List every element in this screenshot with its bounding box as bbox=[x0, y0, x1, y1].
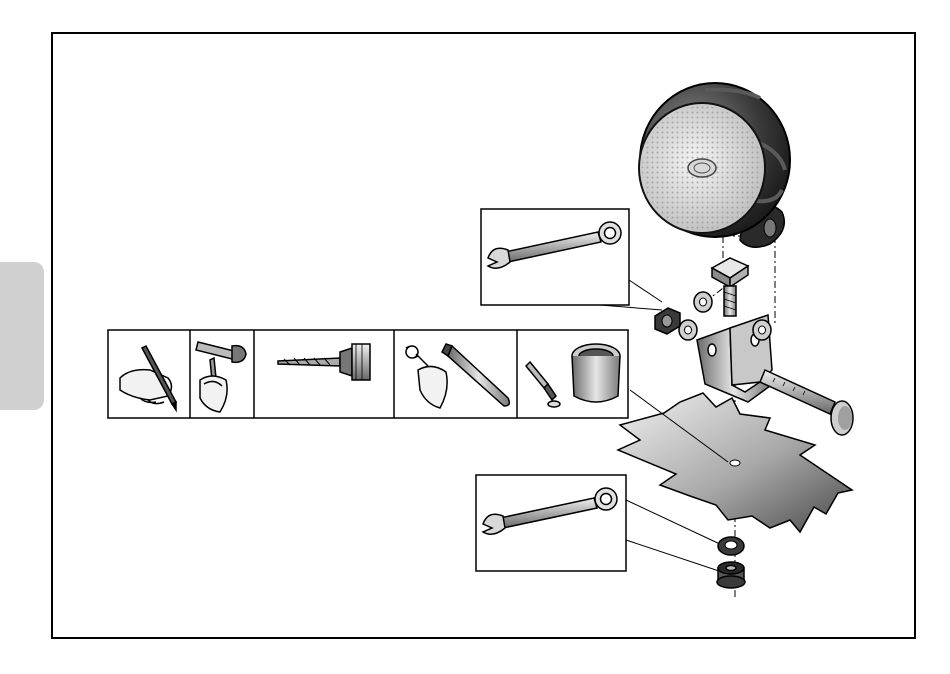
washer-lower bbox=[718, 537, 744, 555]
work-lamp bbox=[639, 83, 790, 247]
washer-right bbox=[753, 320, 771, 340]
mounting-plate bbox=[618, 390, 852, 532]
square-head-bolt bbox=[712, 258, 748, 316]
upper-wrench-callout bbox=[481, 209, 662, 310]
flange-nut bbox=[717, 562, 745, 588]
long-bolt bbox=[760, 370, 853, 435]
tool-strip bbox=[108, 330, 628, 418]
washer-left bbox=[679, 320, 697, 340]
washer-upper bbox=[694, 292, 712, 312]
nut-upper bbox=[655, 308, 680, 334]
